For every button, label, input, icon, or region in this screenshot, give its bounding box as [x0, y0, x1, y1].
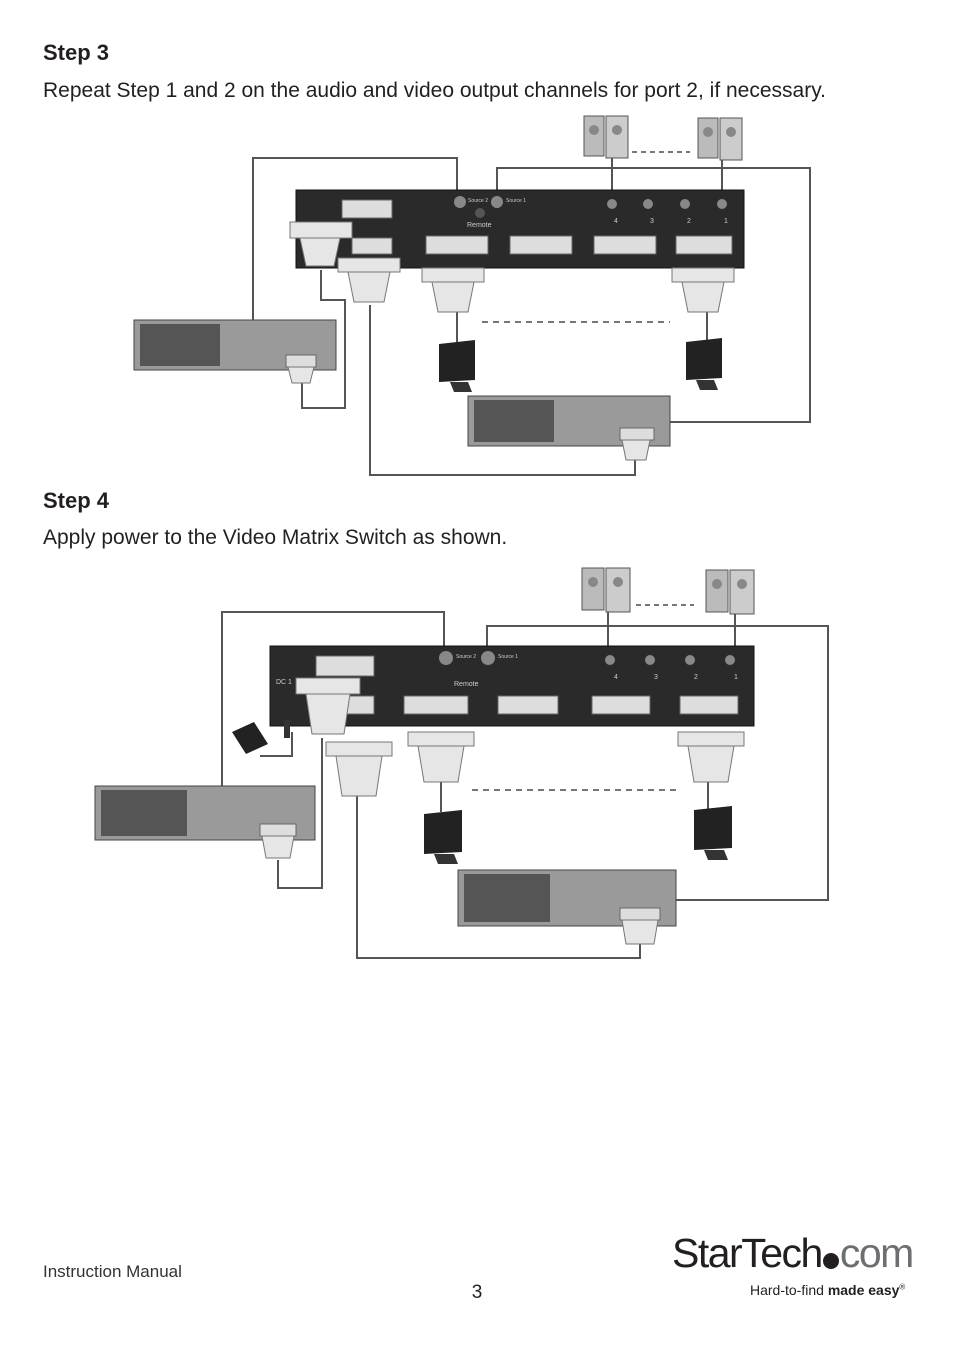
tagline-part2: made easy — [827, 1282, 900, 1298]
logo-dot-icon — [822, 1253, 839, 1269]
computer-1 — [133, 319, 337, 384]
tagline-part1: Hard-to-find — [750, 1282, 828, 1298]
logo-tagline: Hard-to-find made easy® — [750, 1282, 905, 1298]
tagline-registered: ® — [899, 1282, 906, 1292]
step3-diagram: Source 2 Source 1 Remote 4 3 2 1 — [133, 115, 811, 476]
computer-2 — [457, 869, 677, 945]
port-4-label: 4 — [614, 674, 618, 681]
page-number: 3 — [471, 1282, 483, 1303]
computer-1 — [94, 785, 316, 859]
power-adapter-icon — [232, 720, 290, 754]
dc-label: DC 1 — [276, 679, 292, 686]
startech-logo: StarTech com — [672, 1230, 914, 1280]
manual-label: Instruction Manual — [43, 1262, 182, 1281]
speaker-icon — [583, 115, 743, 161]
remote-label: Remote — [454, 681, 479, 688]
step3-text: Repeat Step 1 and 2 on the audio and vid… — [43, 79, 826, 102]
step4-heading: Step 4 — [43, 488, 110, 513]
source2-label: Source 2 — [468, 198, 488, 204]
port-1-label: 1 — [734, 674, 738, 681]
source1-label: Source 1 — [506, 198, 526, 204]
source2-label: Source 2 — [456, 654, 476, 660]
step4-text: Apply power to the Video Matrix Switch a… — [43, 526, 508, 549]
step4-diagram: Source 2 Source 1 Remote DC 1 4 3 2 1 — [94, 567, 829, 959]
source1-label: Source 1 — [498, 654, 518, 660]
port-2-label: 2 — [694, 674, 698, 681]
step3-heading: Step 3 — [43, 40, 110, 65]
logo-com: com — [839, 1230, 914, 1276]
port-2-label: 2 — [687, 218, 691, 225]
matrix-switch: Source 2 Source 1 Remote 4 3 2 1 — [295, 189, 745, 269]
port-1-label: 1 — [724, 218, 728, 225]
monitor-icon — [424, 806, 732, 864]
port-3-label: 3 — [654, 674, 658, 681]
port-4-label: 4 — [614, 218, 618, 225]
monitor-icon — [439, 338, 722, 392]
remote-label: Remote — [467, 222, 492, 229]
logo-main: StarTech — [672, 1230, 823, 1276]
port-3-label: 3 — [650, 218, 654, 225]
computer-2 — [467, 395, 671, 461]
speaker-icon — [581, 567, 755, 615]
